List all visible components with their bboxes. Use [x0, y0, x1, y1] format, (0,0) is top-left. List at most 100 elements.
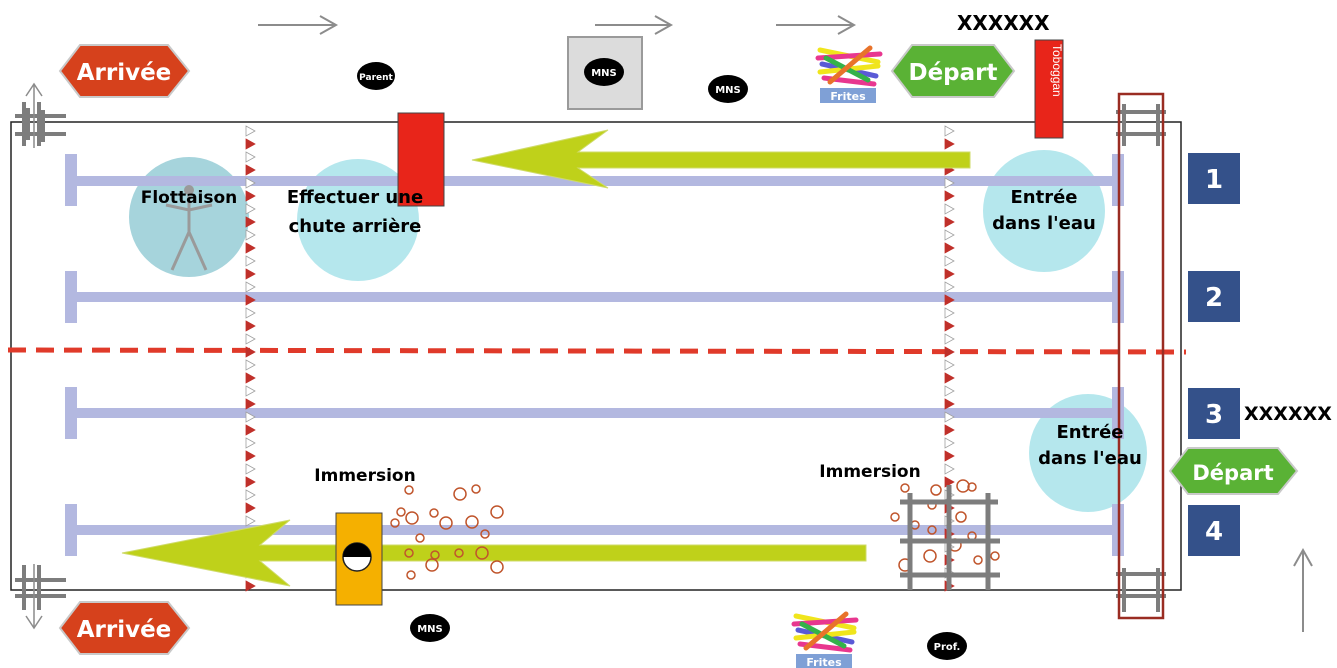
lane-marker-triangle — [245, 372, 256, 384]
mns-label-top: MNS — [715, 85, 741, 96]
top-placeholder-label: XXXXXX — [957, 11, 1050, 35]
entree-1-label-2: dans l'eau — [992, 213, 1096, 234]
parent-badge — [357, 62, 395, 90]
arrivee-bottom-sign: Arrivée — [58, 601, 191, 655]
lane-marker-triangle — [944, 463, 955, 475]
lane-badge-1: 1 — [1188, 153, 1240, 204]
bubble — [956, 479, 970, 493]
lane-number-3: 3 — [1205, 400, 1223, 430]
lane-marker-triangle — [245, 151, 256, 163]
lane-divider — [7, 347, 1187, 355]
mns-badge-box — [584, 58, 624, 86]
frites-pile-top: Frites — [815, 45, 883, 103]
mns-label-box: MNS — [591, 68, 617, 79]
lane-marker-triangle — [944, 359, 955, 371]
lane-marker-triangle — [245, 294, 256, 306]
arrivee-top-label: Arrivée — [77, 60, 172, 86]
bubble — [967, 482, 977, 492]
lane-marker-triangle — [245, 385, 256, 397]
frites-top-label: Frites — [830, 90, 866, 103]
lane-marker-triangle — [245, 229, 256, 241]
bubble — [415, 533, 425, 543]
lane-marker-triangle — [245, 359, 256, 371]
lane-marker-triangle — [944, 424, 955, 436]
lane-marker-triangle — [944, 255, 955, 267]
lane-marker-triangle — [245, 255, 256, 267]
bubble — [930, 484, 942, 496]
depart-top-label: Départ — [908, 60, 997, 86]
lane-marker-triangle — [245, 580, 256, 592]
bubble — [406, 570, 416, 580]
bubbles — [390, 479, 1000, 580]
bubble — [900, 483, 910, 493]
bubble — [490, 560, 504, 574]
lane-marker-triangle — [245, 515, 256, 527]
bubble — [490, 505, 504, 519]
lane-marker-triangle — [944, 320, 955, 332]
frites-bottom-label: Frites — [806, 656, 842, 668]
marker-column-left — [245, 125, 256, 592]
bubble — [390, 518, 400, 528]
lane-marker-triangle — [944, 190, 955, 202]
bubble — [990, 551, 1000, 561]
lane-marker-triangle — [245, 268, 256, 280]
swim-arrow-bottom — [121, 519, 867, 587]
bubble — [453, 487, 467, 501]
lane-marker-triangle — [245, 177, 256, 189]
flow-arrow-up-right — [1293, 547, 1313, 632]
pool-outline — [10, 121, 1182, 591]
mns-badge-bottom — [410, 614, 450, 642]
lane-badge-4: 4 — [1188, 505, 1240, 556]
entry-frame — [1117, 92, 1165, 620]
lane-marker-triangle — [245, 476, 256, 488]
bubble — [429, 508, 439, 518]
chute-label-2: chute arrière — [289, 216, 422, 237]
lane-marker-triangle — [944, 125, 955, 137]
bubble — [396, 507, 406, 517]
lane-number-1: 1 — [1205, 165, 1223, 195]
circle-entree-1 — [983, 150, 1105, 272]
ladder-arrows — [25, 82, 43, 630]
person-badges: Parent MNS MNS MNS Prof. — [357, 58, 967, 660]
bubble — [465, 515, 479, 529]
immersion-left-label: Immersion — [314, 466, 415, 486]
depart-top-sign: Départ — [890, 44, 1016, 98]
lane-marker-triangle — [245, 411, 256, 423]
lane-marker-triangle — [944, 476, 955, 488]
entree-1-label-1: Entrée — [1010, 187, 1077, 208]
lane-marker-triangle — [245, 307, 256, 319]
lane-marker-triangle — [944, 398, 955, 410]
mns-box — [567, 36, 643, 110]
toboggan-label: Toboggan — [1050, 44, 1064, 97]
bubble — [955, 511, 967, 523]
lane-marker-triangle — [944, 177, 955, 189]
lane-marker-triangle — [944, 437, 955, 449]
floating-person-icon — [165, 185, 213, 271]
prof-badge — [927, 632, 967, 660]
lane-marker-triangle — [245, 398, 256, 410]
flottaison-label: Flottaison — [141, 188, 238, 208]
depart-right-label: Départ — [1192, 461, 1273, 485]
lane-marker-triangle — [245, 203, 256, 215]
lane-marker-triangle — [944, 268, 955, 280]
lane-marker-triangle — [944, 203, 955, 215]
lane-marker-triangle — [245, 164, 256, 176]
bubble — [404, 548, 414, 558]
depart-right-sign: Départ — [1168, 447, 1299, 495]
lane-marker-triangle — [245, 424, 256, 436]
lane-marker-triangle — [245, 320, 256, 332]
lane-marker-triangle — [944, 346, 955, 358]
bubble — [973, 555, 983, 565]
red-obstacle — [397, 112, 445, 207]
entree-2-label-1: Entrée — [1056, 422, 1123, 443]
immersion-right-label: Immersion — [819, 462, 920, 482]
parent-label: Parent — [359, 73, 393, 83]
lane-marker-triangle — [944, 281, 955, 293]
lane-marker-triangle — [944, 216, 955, 228]
chute-label-1: Effectuer une — [287, 187, 423, 208]
lane-marker-triangle — [944, 294, 955, 306]
bubble — [890, 512, 900, 522]
bubble — [480, 529, 490, 539]
lane-marker-triangle — [944, 307, 955, 319]
